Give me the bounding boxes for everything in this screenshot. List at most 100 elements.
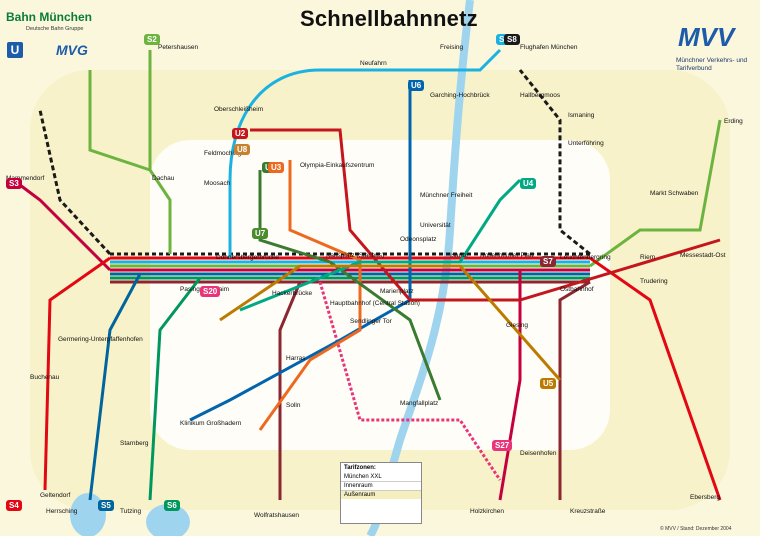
line-badge-s6: S6 xyxy=(164,500,180,511)
station-label: Feldmoching xyxy=(204,150,242,157)
line-badge-s3: S3 xyxy=(6,178,22,189)
line-badge-u8: U8 xyxy=(234,144,251,155)
zone-legend: Tarifzonen: München XXL Innenraum Außenr… xyxy=(340,462,422,524)
sbahn-brand-text: Bahn München xyxy=(6,10,92,24)
sbahn-logo: Bahn München xyxy=(6,10,92,24)
sbahn-brand-sub: Deutsche Bahn Gruppe xyxy=(26,26,84,32)
station-label: Pasing xyxy=(180,286,200,293)
station-label: Messestadt-Ost xyxy=(680,252,726,259)
station-label: Olympia-Einkaufszentrum xyxy=(300,162,375,169)
line-s8-east xyxy=(518,69,591,256)
line-s7-east xyxy=(558,280,591,500)
legend-inner: Innenraum xyxy=(341,481,421,490)
line-badge-s5: S5 xyxy=(98,500,114,511)
station-label: Odeonsplatz xyxy=(400,236,437,243)
mvv-subtitle: Münchner Verkehrs- und Tarifverbund xyxy=(676,57,748,72)
legend-outer: Außenraum xyxy=(341,490,421,499)
mvv-logo: MVV xyxy=(678,22,735,52)
station-label: Leuchtenbergring xyxy=(560,254,611,261)
station-label: Ismaning xyxy=(568,112,595,119)
station-label: Holzkirchen xyxy=(470,508,504,515)
line-badge-s4: S4 xyxy=(6,500,22,511)
station-label: Laim xyxy=(215,286,230,293)
mvg-logo: MVG xyxy=(56,42,88,58)
map-footer: © MVV / Stand: Dezember 2004 xyxy=(660,526,732,532)
station-label: Wolfratshausen xyxy=(254,512,300,519)
station-label: Garching-Hochbrück xyxy=(430,92,490,99)
line-u3 xyxy=(258,160,362,431)
line-s2-north xyxy=(148,50,172,254)
station-label: Isartor xyxy=(450,252,469,259)
station-label: Rosenheimer Platz xyxy=(480,252,535,259)
station-label: Ostbahnhof xyxy=(560,286,594,293)
legend-title: Tarifzonen: xyxy=(344,465,376,471)
line-u5 xyxy=(219,264,562,381)
zone-inner xyxy=(150,140,610,450)
line-badge-s1: S1 xyxy=(496,34,512,45)
station-label: Sendlinger Tor xyxy=(350,318,392,325)
map-title: Schnellbahnnetz xyxy=(300,6,478,31)
station-label: Buchenau xyxy=(30,374,60,381)
station-label: Oberschleißheim xyxy=(214,106,264,113)
line-s1 xyxy=(228,48,502,258)
line-u6 xyxy=(189,80,412,422)
lake-starnberger-see xyxy=(146,504,190,536)
station-label: Hauptbahnhof (Central Station) xyxy=(330,300,420,307)
station-label: Hallbergmoos xyxy=(520,92,561,99)
line-s3-south xyxy=(498,270,522,501)
station-label: Moosach xyxy=(204,180,231,187)
line-badge-u2: U2 xyxy=(232,128,249,139)
station-label: Neufahrn xyxy=(360,60,387,67)
line-s5 xyxy=(88,273,142,501)
line-s7-south xyxy=(278,281,302,500)
lake-ammersee xyxy=(70,493,106,536)
line-badge-u5: U5 xyxy=(540,378,557,389)
line-s2-east xyxy=(589,119,722,268)
station-label: Unterföhring xyxy=(568,140,604,147)
station-label: Flughafen München xyxy=(520,44,578,51)
station-label: Riem xyxy=(640,254,656,261)
line-badge-s7: S7 xyxy=(540,256,556,267)
line-badge-u3: U3 xyxy=(268,162,285,173)
line-badge-s20: S20 xyxy=(200,286,221,297)
line-s2-altomuenster xyxy=(88,70,151,172)
line-badge-u4: U4 xyxy=(520,178,537,189)
station-label: Hackerbrücke xyxy=(272,290,313,297)
line-badge-u7: U7 xyxy=(252,228,269,239)
station-label: Petershausen xyxy=(158,44,199,51)
station-label: Geltendorf xyxy=(40,492,71,499)
station-label: Solln xyxy=(286,402,301,409)
line-badge-s27: S27 xyxy=(492,440,513,451)
station-label: Erding xyxy=(724,118,743,125)
station-label: Trudering xyxy=(640,278,668,285)
station-label: Tutzing xyxy=(120,508,142,515)
line-s27 xyxy=(318,281,502,481)
station-label: Dachau xyxy=(152,175,175,182)
station-label: Mangfallplatz xyxy=(400,400,439,407)
station-label: Karlsplatz (Stachus) xyxy=(326,252,385,259)
line-badge-s8: S8 xyxy=(504,34,520,45)
station-label: Mammendorf xyxy=(6,175,45,182)
station-label: Klinikum Großhadern xyxy=(180,420,242,427)
line-u4 xyxy=(239,178,522,312)
line-s3-west xyxy=(19,183,112,272)
station-label: Germering-Unterpfaffenhofen xyxy=(58,336,143,343)
line-badge-s2: S2 xyxy=(144,34,160,45)
station-label: Marienplatz xyxy=(380,288,414,295)
station-label: Deisenhofen xyxy=(520,450,557,457)
station-label: Freising xyxy=(440,44,464,51)
line-badge-u6: U6 xyxy=(408,80,425,91)
station-label: Markt Schwaben xyxy=(650,190,699,197)
station-label: Kreuzstraße xyxy=(570,508,606,515)
station-label: Universität xyxy=(420,222,451,229)
legend-muenchen: München XXL xyxy=(344,474,382,480)
station-label: Donnersbergerbrücke xyxy=(216,254,279,261)
station-label: Harras xyxy=(286,355,306,362)
line-u1 xyxy=(258,170,442,401)
station-label: Ebersberg xyxy=(690,494,720,501)
station-label: Starnberg xyxy=(120,440,149,447)
line-s6 xyxy=(148,277,202,501)
station-label: Giesing xyxy=(506,322,529,329)
